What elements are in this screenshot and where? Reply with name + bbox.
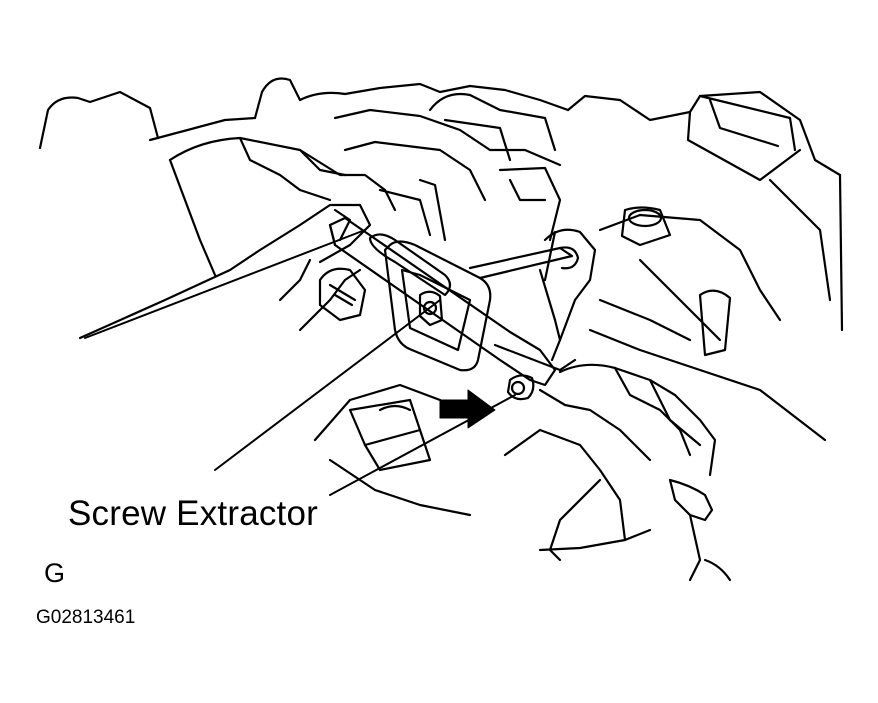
right-hand — [503, 363, 732, 582]
screw-extractor-label: Screw Extractor — [68, 494, 318, 533]
bolt-pointer-arrow — [439, 389, 496, 429]
reference-line-lower — [214, 299, 441, 471]
figure-id-label: G02813461 — [36, 607, 136, 628]
lower-bracket — [278, 258, 472, 517]
column-shaft — [506, 228, 597, 401]
view-letter-label: G — [44, 558, 66, 588]
reference-line-upper — [84, 229, 366, 339]
column-housing — [38, 77, 844, 442]
screw-extractor-tool — [328, 216, 580, 387]
left-hand — [78, 136, 397, 340]
